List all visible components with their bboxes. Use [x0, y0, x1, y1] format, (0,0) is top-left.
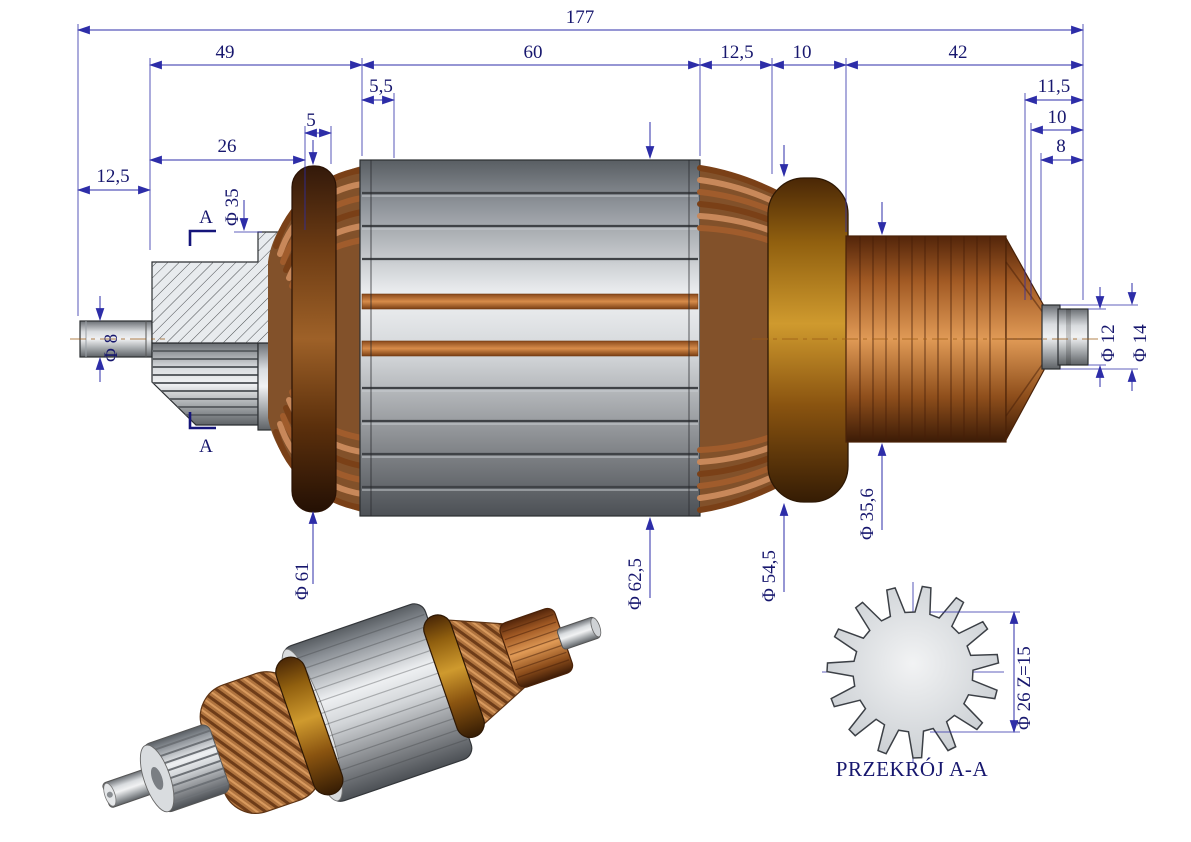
section-letter-bottom: A [199, 436, 213, 457]
left-binding-band [291, 165, 337, 513]
dim-total-length: 177 [566, 7, 595, 28]
snap-ring-groove [1066, 309, 1071, 365]
left-winding-overhang [268, 165, 365, 513]
dim-42: 42 [949, 42, 968, 63]
gear-shape [826, 585, 1000, 759]
dim-dia-35: Φ 35 [222, 188, 243, 226]
section-cut-mark-bottom [188, 412, 216, 430]
iso-left-band [275, 656, 344, 796]
armature-core [359, 159, 701, 517]
main-view [70, 159, 1100, 517]
section-label: PRZEKRÓJ A-A [836, 757, 989, 781]
dim-dia-54-5: Φ 54,5 [759, 550, 780, 602]
copper-conductor-bar [361, 340, 699, 357]
dim-8: 8 [1056, 136, 1066, 157]
dim-49: 49 [216, 42, 235, 63]
dim-dia-12: Φ 12 [1098, 324, 1119, 362]
iso-view [102, 603, 602, 814]
dim-11-5: 11,5 [1038, 76, 1071, 97]
dim-dia-14: Φ 14 [1130, 324, 1151, 362]
dim-10b: 10 [1048, 107, 1067, 128]
dim-12-5b: 12,5 [96, 166, 129, 187]
dim-26: 26 [218, 136, 237, 157]
spline-teeth [152, 350, 258, 416]
section-view: Φ 26 Z=15 PRZEKRÓJ A-A [822, 582, 1035, 781]
dim-60: 60 [524, 42, 543, 63]
dim-12-5: 12,5 [720, 42, 753, 63]
right-binding-band [767, 177, 849, 503]
right-shaft [1041, 304, 1089, 370]
dim-dia-26-z15: Φ 26 Z=15 [1014, 646, 1035, 730]
copper-conductor-bar [361, 293, 699, 310]
spline-drive-section [151, 231, 317, 431]
dim-dia-8: Φ 8 [101, 334, 122, 362]
iso-right-band [423, 614, 485, 739]
dim-dia-61: Φ 61 [292, 562, 313, 600]
section-letter-top: A [199, 207, 213, 228]
dimension-layer: 177 49 60 12,5 10 42 5,5 11,5 5 10 26 8 … [76, 7, 1151, 610]
section-cut-mark-top [188, 229, 216, 246]
dim-5-5: 5,5 [369, 76, 393, 97]
dim-dia-62-5: Φ 62,5 [625, 558, 646, 610]
dim-dia-35-6: Φ 35,6 [857, 488, 878, 540]
dim-5: 5 [306, 110, 316, 131]
dim-10: 10 [793, 42, 812, 63]
